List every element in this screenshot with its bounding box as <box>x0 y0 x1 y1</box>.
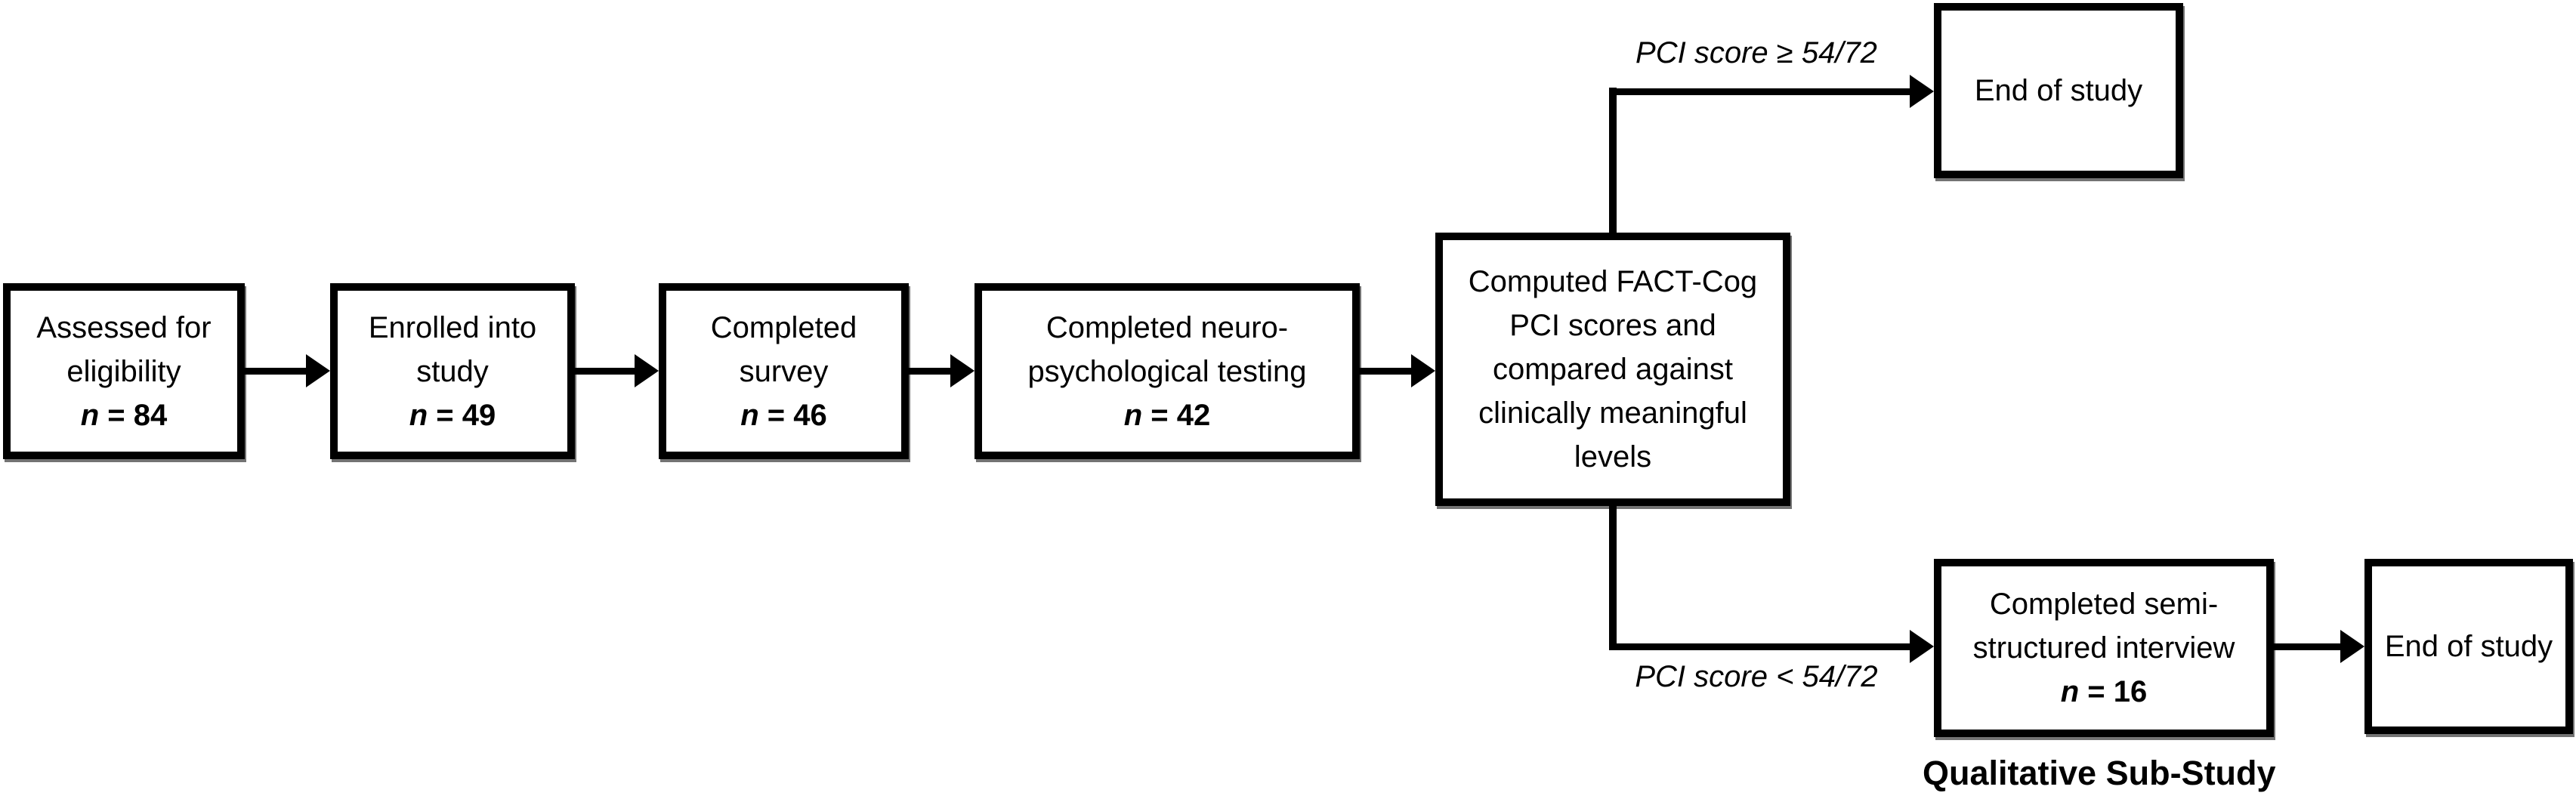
arrow-shaft <box>1609 88 1913 95</box>
arrow-interview-to-end-bottom <box>2274 628 2364 665</box>
arrowhead-icon <box>2340 630 2364 663</box>
n-value: = 42 <box>1151 398 1211 432</box>
node-text-line: End of study <box>2384 630 2553 663</box>
arrow-factcog-to-interview <box>1609 628 1934 665</box>
node-completed-survey: Completed survey n = 46 <box>659 283 909 459</box>
node-end-of-study-bottom: End of study <box>2364 559 2573 734</box>
node-n-count: n = 49 <box>409 393 496 437</box>
n-value: = 84 <box>107 398 168 432</box>
arrow-neuro-to-factcog <box>1360 353 1435 389</box>
arrow-shaft <box>2274 643 2343 650</box>
arrow-enrolled-to-survey <box>575 353 659 389</box>
node-text-line: eligibility <box>66 354 181 388</box>
node-text-line: structured interview <box>1972 631 2235 665</box>
n-variable: n <box>80 398 100 432</box>
node-text-line: End of study <box>1974 74 2143 107</box>
node-text-line: Completed neuro- <box>1046 310 1289 344</box>
node-factcog-pci-scores: Computed FACT-Cog PCI scores and compare… <box>1435 233 1790 506</box>
node-text-line: Computed FACT-Cog <box>1468 265 1758 298</box>
node-n-count: n = 42 <box>1124 393 1211 437</box>
node-text-line: survey <box>739 354 829 388</box>
n-variable: n <box>740 398 759 432</box>
arrow-survey-to-neuro <box>909 353 974 389</box>
node-text-line: psychological testing <box>1027 354 1307 388</box>
connector-factcog-to-end-top-vertical <box>1609 88 1617 233</box>
node-text-line: Enrolled into <box>368 310 537 344</box>
node-end-of-study-top: End of study <box>1934 3 2183 178</box>
n-variable: n <box>1123 398 1143 432</box>
arrow-shaft <box>909 367 953 375</box>
caption-qualitative-substudy: Qualitative Sub-Study <box>1923 754 2276 792</box>
n-value: = 46 <box>767 398 827 432</box>
arrow-shaft <box>1360 367 1414 375</box>
node-semi-structured-interview: Completed semi- structured interview n =… <box>1934 559 2274 737</box>
arrowhead-icon <box>1910 630 1934 663</box>
arrowhead-icon <box>1411 354 1435 387</box>
node-n-count: n = 46 <box>740 393 827 437</box>
node-text-line: study <box>416 354 489 388</box>
arrowhead-icon <box>635 354 659 387</box>
n-value: = 16 <box>2087 675 2148 708</box>
arrow-shaft <box>575 367 638 375</box>
arrow-shaft <box>245 367 309 375</box>
n-variable: n <box>409 398 428 432</box>
node-n-count: n = 16 <box>2061 670 2148 714</box>
arrow-factcog-to-end-top <box>1609 73 1934 110</box>
arrowhead-icon <box>950 354 974 387</box>
arrow-assessed-to-enrolled <box>245 353 330 389</box>
node-n-count: n = 84 <box>81 393 168 437</box>
edge-label-pci-high: PCI score ≥ 54/72 <box>1635 36 1877 69</box>
node-text-line: compared against <box>1493 353 1733 386</box>
arrow-shaft <box>1609 643 1913 650</box>
node-text-line: Completed semi- <box>1989 588 2219 621</box>
node-text-line: levels <box>1574 440 1652 474</box>
node-assessed-eligibility: Assessed for eligibility n = 84 <box>3 283 245 459</box>
node-text-line: clinically meaningful <box>1478 396 1747 430</box>
n-value: = 49 <box>436 398 496 432</box>
connector-factcog-to-interview-vertical <box>1609 506 1617 650</box>
node-neuropsych-testing: Completed neuro- psychological testing n… <box>974 283 1360 459</box>
node-text-line: Completed <box>710 310 857 344</box>
node-text-line: Assessed for <box>36 310 212 344</box>
n-variable: n <box>2060 675 2080 708</box>
node-text-line: PCI scores and <box>1509 309 1716 342</box>
edge-label-pci-low: PCI score < 54/72 <box>1635 660 1878 693</box>
arrowhead-icon <box>1910 75 1934 108</box>
arrowhead-icon <box>306 354 330 387</box>
node-enrolled-study: Enrolled into study n = 49 <box>330 283 575 459</box>
